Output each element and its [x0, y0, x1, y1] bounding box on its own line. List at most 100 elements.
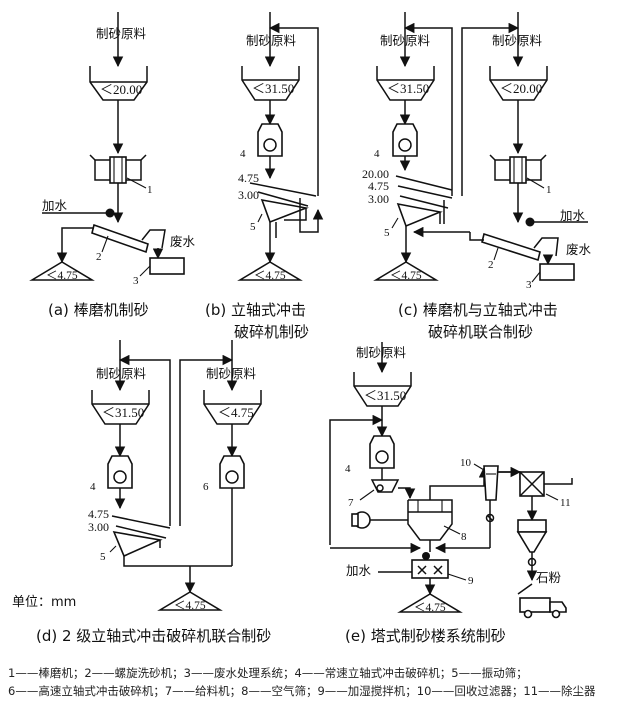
product-size-label: ＜4.75: [414, 602, 446, 614]
rod-mill-icon: [89, 154, 147, 184]
dust-collector-icon: [519, 471, 545, 497]
leader-line: [359, 489, 375, 501]
size-label: ＜31.50: [364, 388, 406, 403]
vsi-crusher-icon: [257, 123, 283, 157]
raw-material-label: 制砂原料: [206, 366, 257, 381]
raw-material-label: 制砂原料: [356, 345, 407, 360]
return-line-c2: [461, 22, 520, 196]
leader-line: [443, 525, 461, 535]
callout-4: 4: [90, 481, 96, 493]
water-valve-icon: [525, 217, 535, 227]
callout-11: 11: [560, 497, 571, 509]
feeder-icon: [370, 479, 400, 493]
return-line-d1: [118, 354, 171, 526]
leader-line: [257, 213, 263, 223]
size-label: ＜4.75: [218, 405, 254, 420]
return-line-d2: [179, 354, 234, 526]
callout-3: 3: [526, 279, 532, 291]
water-label: 加水: [346, 563, 372, 578]
product-pile-icon: [237, 261, 303, 281]
sieve-size-label: 3.00: [88, 520, 109, 534]
stone-powder-label: 石粉: [536, 570, 562, 585]
vibrating-screen-icon: [111, 515, 171, 558]
product-pile-icon: [29, 261, 95, 281]
caption-e: (e) 塔式制砂楼系统制砂: [345, 627, 506, 645]
caption-d: (d) 2 级立轴式冲击破碎机联合制砂: [36, 627, 271, 645]
valve-mark: [486, 514, 494, 522]
flow-line: [498, 471, 521, 480]
caption-c-line2: 破碎机联合制砂: [428, 323, 533, 341]
leader-line: [473, 463, 485, 471]
return-line-b: [268, 22, 319, 196]
callout-1: 1: [147, 184, 153, 196]
spiral-sand-washer-icon: [481, 232, 559, 262]
size-label: ＜31.50: [252, 81, 294, 96]
product-size-label: ＜4.75: [390, 270, 422, 282]
spiral-sand-washer-icon: [91, 223, 166, 254]
callout-5: 5: [100, 551, 106, 563]
diagram-c-combined: 制砂原料 制砂原料 ＜31.50 ＜20.00 4: [362, 12, 592, 291]
raw-material-label: 制砂原料: [96, 26, 147, 41]
blower-icon: [351, 511, 408, 529]
vibrating-screen-icon: [395, 175, 453, 228]
leader-line: [126, 177, 147, 189]
callout-3: 3: [133, 275, 139, 287]
callout-8: 8: [461, 531, 467, 543]
flow-line: [429, 466, 490, 500]
leader-line: [526, 177, 545, 189]
air-sieve-icon: [407, 499, 453, 541]
product-size-label: ＜4.75: [174, 600, 206, 612]
flow-line: [299, 198, 324, 233]
diagram-b-vsi-crusher: 制砂原料 ＜31.50 4 4.75 3.00 5 ＜4.75: [237, 12, 324, 282]
waste-water-system-icon: [149, 257, 185, 275]
diagram-a-rod-mill: 制砂原料 ＜20.00 1 加水 2 废水 3: [29, 12, 196, 287]
water-valve-icon: [422, 552, 430, 560]
product-pile-icon: [397, 593, 463, 613]
return-line-e: [329, 414, 384, 545]
diagram-d-two-stage-vsi: 制砂原料 制砂原料 ＜31.50 ＜4.75 4 6 4.75 3.00: [88, 340, 262, 612]
vsi-crusher-icon: [392, 123, 418, 157]
callout-2: 2: [96, 251, 102, 263]
waste-water-label: 废水: [170, 234, 196, 249]
high-speed-vsi-crusher-icon: [219, 455, 245, 489]
leader-line: [531, 271, 541, 283]
vsi-crusher-icon: [107, 455, 133, 489]
size-label: ＜31.50: [387, 81, 429, 96]
product-size-label: ＜4.75: [254, 270, 286, 282]
callout-5: 5: [250, 221, 256, 233]
flow-line: [56, 227, 94, 264]
caption-b-line2: 破碎机制砂: [234, 323, 309, 341]
waste-water-system-icon: [539, 263, 575, 281]
recovery-filter-icon: [483, 465, 499, 501]
callout-4: 4: [374, 148, 380, 160]
size-label: ＜20.00: [500, 81, 542, 96]
raw-material-label: 制砂原料: [246, 33, 297, 48]
product-pile-icon: [157, 591, 223, 611]
size-label: ＜31.50: [102, 405, 144, 420]
callout-10: 10: [460, 457, 472, 469]
flow-line: [398, 487, 416, 500]
rod-mill-icon: [489, 154, 547, 184]
diagram-e-tower-plant: 制砂原料 ＜31.50 4 7: [329, 342, 573, 619]
powder-silo-icon: [516, 519, 548, 553]
callout-9: 9: [468, 575, 474, 587]
leader-line: [447, 573, 467, 581]
product-pile-icon: [373, 261, 439, 281]
callout-7: 7: [348, 497, 354, 509]
leader-line: [493, 247, 499, 261]
callout-4: 4: [345, 463, 351, 475]
flow-line: [544, 478, 573, 485]
raw-material-label: 制砂原料: [492, 33, 543, 48]
callout-1: 1: [546, 184, 552, 196]
waste-water-label: 废水: [566, 242, 592, 257]
callout-5: 5: [384, 227, 390, 239]
caption-b-line1: (b) 立轴式冲击: [205, 301, 306, 319]
leader-line: [545, 493, 559, 501]
unit-label: 单位：mm: [12, 595, 76, 610]
vsi-crusher-icon: [369, 435, 395, 469]
callout-6: 6: [203, 481, 209, 493]
raw-material-label: 制砂原料: [380, 33, 431, 48]
leader-line: [139, 265, 151, 277]
callout-2: 2: [488, 259, 494, 271]
